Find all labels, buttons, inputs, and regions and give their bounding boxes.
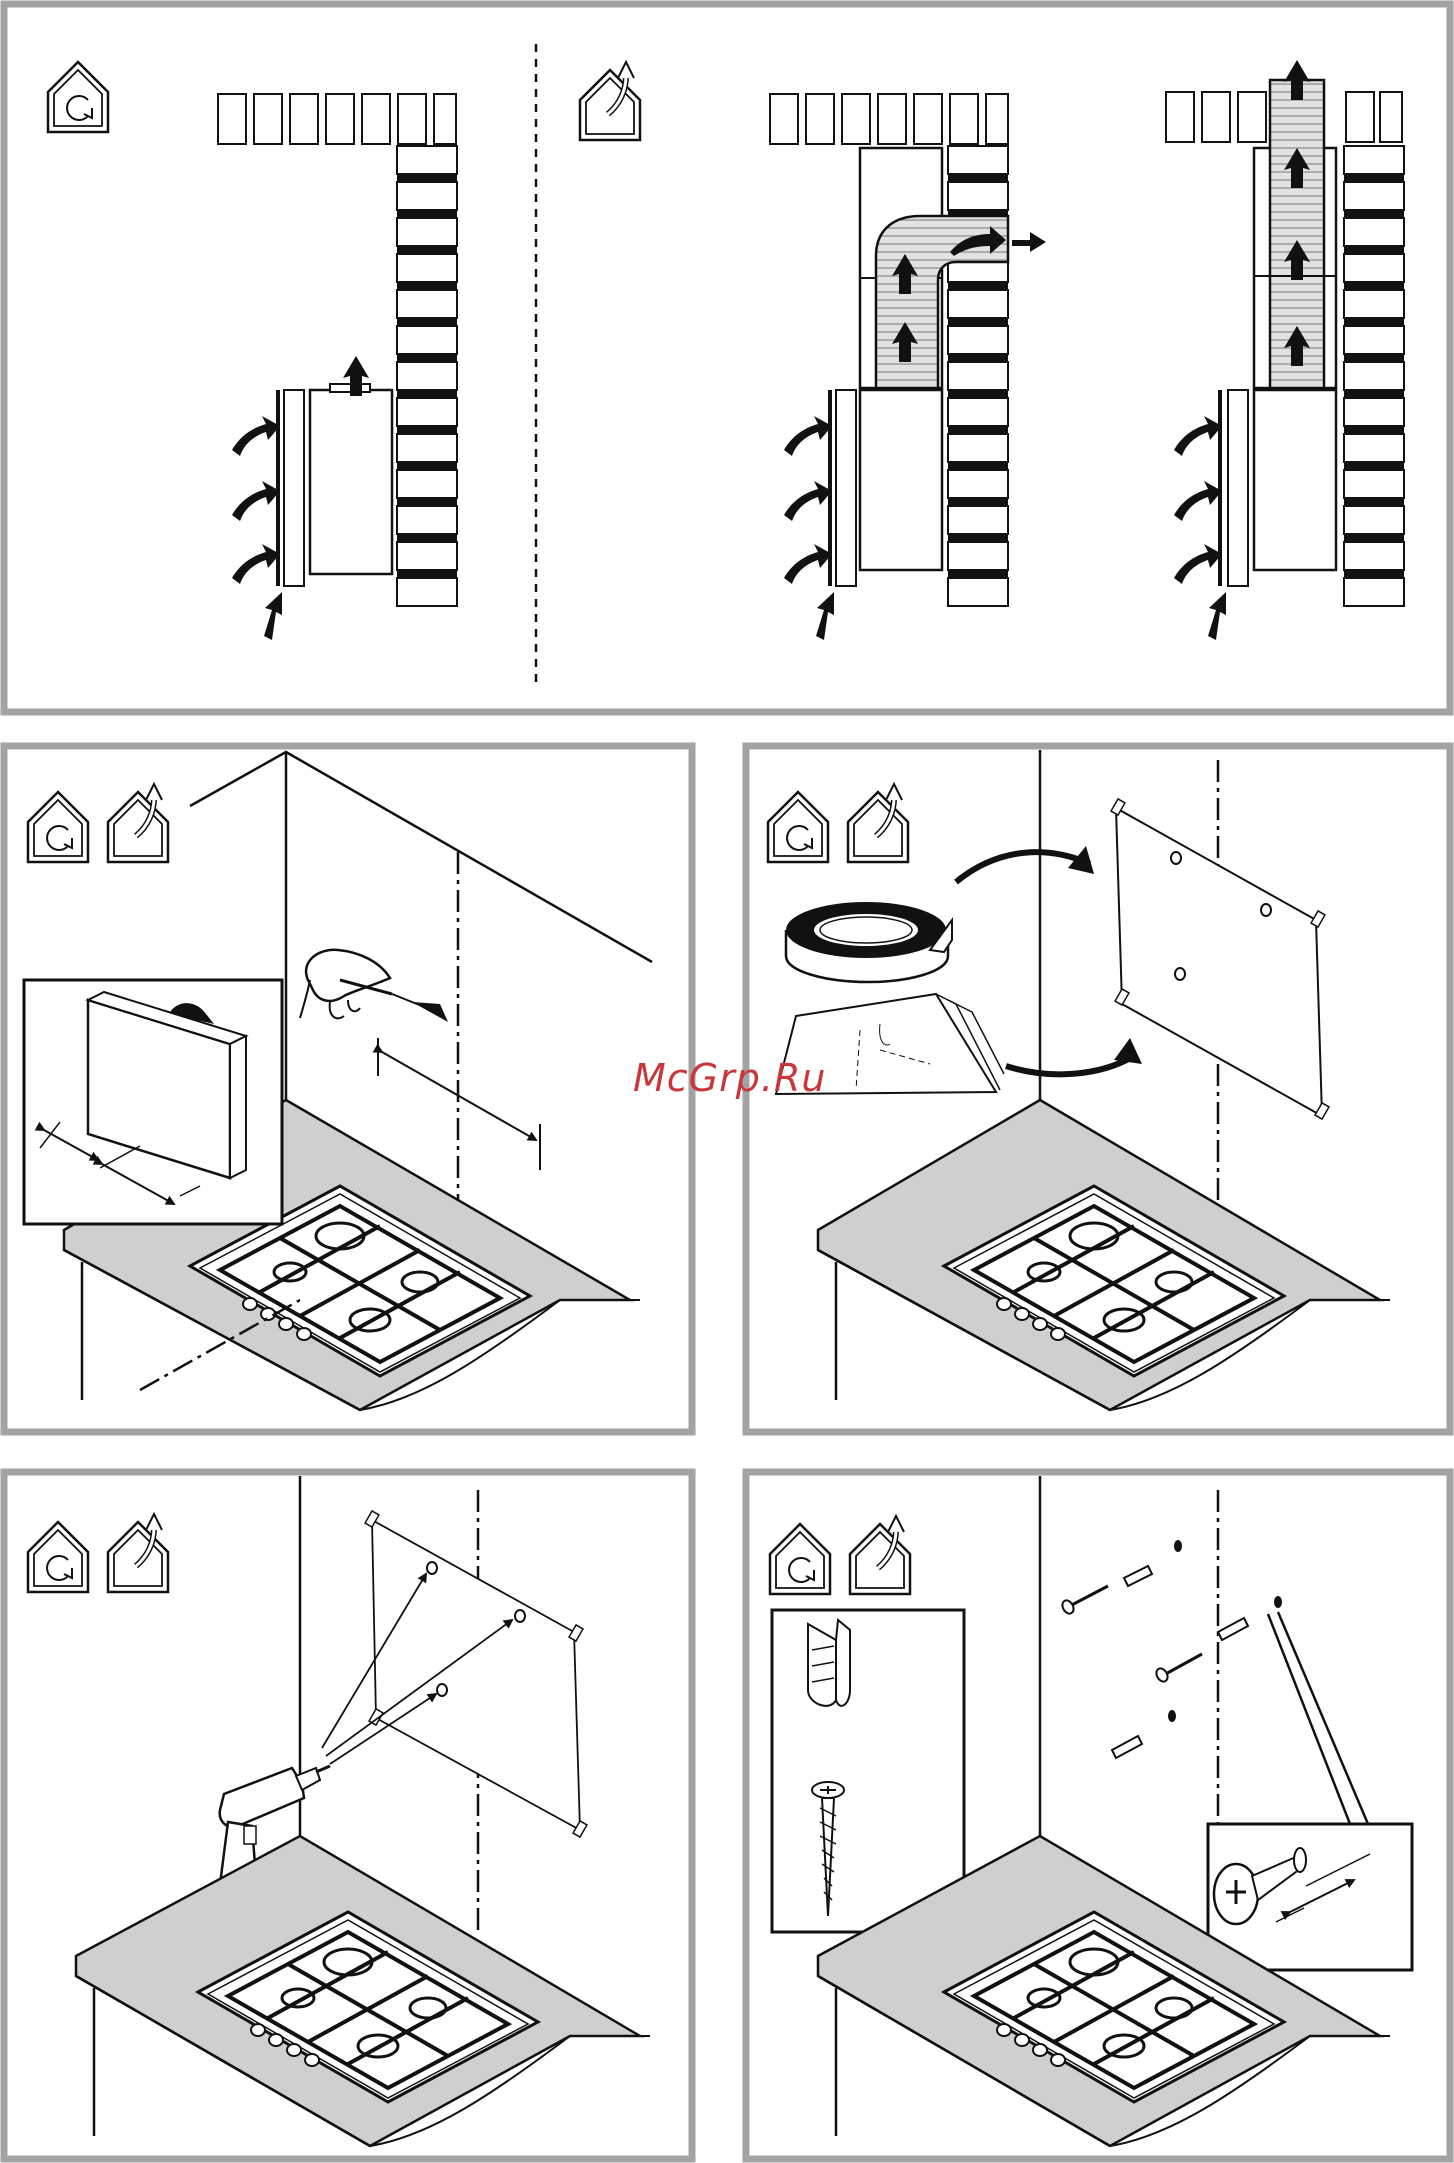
panel-drill bbox=[4, 1472, 692, 2159]
watermark-text: McGrp.Ru bbox=[633, 1056, 826, 1100]
fixings-inset bbox=[772, 1610, 964, 1932]
panel-fixings bbox=[746, 1472, 1450, 2159]
panel-modes bbox=[4, 4, 1450, 712]
panel-template bbox=[746, 746, 1450, 1432]
adhesive-tape-icon bbox=[786, 902, 952, 982]
hood-dimension-inset bbox=[24, 980, 282, 1224]
panel-mark-wall bbox=[4, 746, 692, 1432]
